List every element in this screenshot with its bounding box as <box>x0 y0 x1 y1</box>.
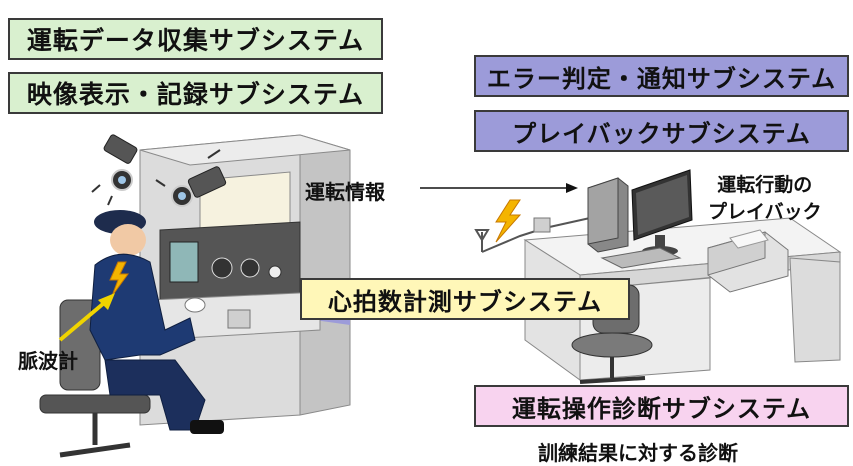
video-subsystem-label: 映像表示・記録サブシステム <box>26 80 365 109</box>
camera-2-icon <box>155 149 227 207</box>
receiver-box <box>533 217 551 233</box>
console-gauge-3 <box>268 265 282 279</box>
error-subsystem-box: エラー判定・通知サブシステム <box>474 55 849 97</box>
printer-icon <box>707 229 789 293</box>
driving-data-subsystem-box: 運転データ収集サブシステム <box>8 18 383 60</box>
driving-info-arrow <box>420 183 578 193</box>
video-subsystem-box: 映像表示・記録サブシステム <box>8 72 383 114</box>
lever <box>227 309 251 329</box>
diagnosis-subsystem-box: 運転操作診断サブシステム <box>474 385 849 427</box>
operator-figure <box>89 210 224 434</box>
playback-caption-line-2: プレイバック <box>708 201 822 223</box>
wireless-signal-icon <box>474 199 591 253</box>
console-gauge-1 <box>211 257 233 279</box>
driving-info-label: 運転情報 <box>305 180 385 204</box>
driving-data-subsystem-label: 運転データ収集サブシステム <box>26 26 365 55</box>
pulse-meter-label: 脈波計 <box>18 349 78 373</box>
monitor-icon <box>631 169 693 256</box>
operator-chair <box>39 299 151 458</box>
diagnosis-subsystem-label: 運転操作診断サブシステム <box>511 394 812 423</box>
console-screen <box>169 241 199 283</box>
error-subsystem-label: エラー判定・通知サブシステム <box>486 64 837 93</box>
keyboard-icon <box>600 247 682 269</box>
playback-subsystem-label: プレイバックサブシステム <box>512 119 811 148</box>
heart-rate-subsystem-label: 心拍数計測サブシステム <box>327 287 603 316</box>
diagnosis-caption: 訓練結果に対する診断 <box>538 441 738 465</box>
playback-caption: 運転行動の プレイバック <box>708 170 822 224</box>
camera-1-icon <box>91 134 138 206</box>
playback-caption-line-1: 運転行動の <box>717 174 813 196</box>
pc-tower-icon <box>587 177 629 253</box>
pulse-meter-arrow <box>58 293 115 342</box>
playback-subsystem-box: プレイバックサブシステム <box>474 110 849 152</box>
heart-rate-subsystem-box: 心拍数計測サブシステム <box>300 278 630 320</box>
console-gauge-2 <box>240 258 260 278</box>
